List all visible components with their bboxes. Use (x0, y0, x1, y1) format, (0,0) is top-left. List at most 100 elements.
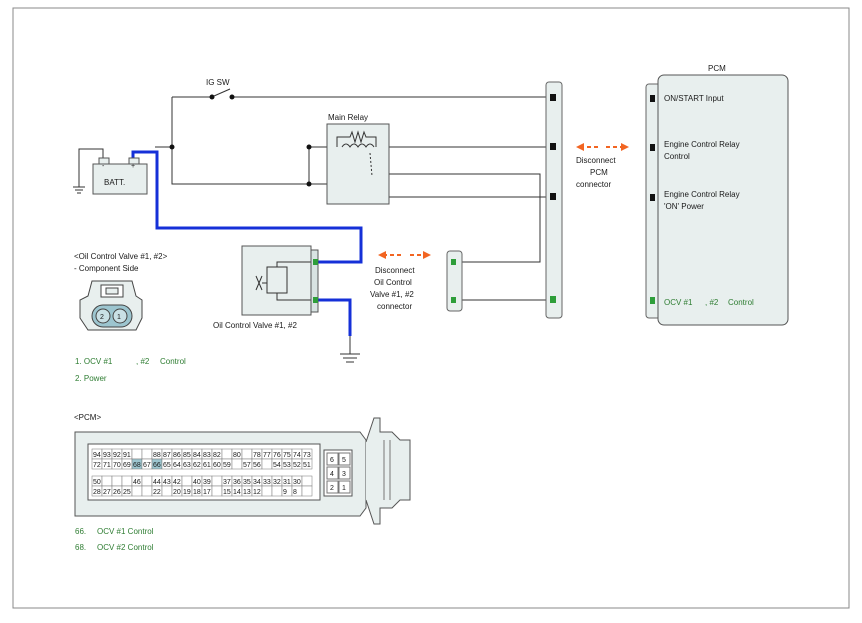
pcm-pin-label: 43 (163, 479, 171, 486)
pcm-pin-label: 64 (173, 462, 181, 469)
pcm-pin-label: 62 (193, 462, 201, 469)
relay-coil (341, 143, 375, 148)
pcm-pin-label: 88 (153, 452, 161, 459)
ocv-label: Oil Control Valve #1, #2 (213, 321, 297, 330)
pcm-legend-1-num: 66. (75, 527, 86, 536)
legend-1c: Control (160, 357, 186, 366)
pcm-pin-label: 52 (293, 462, 301, 469)
pcm-side-pin-label: 4 (330, 471, 334, 478)
component-title: <Oil Control Valve #1, #2> (74, 252, 168, 261)
battery-pos-post (128, 157, 140, 165)
pcm-pin-label: 57 (243, 462, 251, 469)
legend-1a: 1. OCV #1 (75, 357, 113, 366)
relay-resistor (336, 130, 377, 147)
disconnect-ocv-label-4: connector (377, 302, 412, 311)
pcm-module: PCM ON/START Input Engine Control Relay … (645, 64, 789, 326)
pcm-pin-cell (111, 475, 123, 487)
pcm-pin-label: 78 (253, 452, 261, 459)
pcm-pin-label: 59 (223, 462, 231, 469)
pcm-pin-label: 44 (153, 479, 161, 486)
pcm-side-pin-label: 3 (342, 471, 346, 478)
pcm-pin-label: 66 (153, 462, 161, 469)
pcm-pin-cell (141, 485, 153, 497)
pcm-pin-label: 68 (133, 462, 141, 469)
main-relay: Main Relay (326, 113, 390, 205)
pcm-pin-cell (231, 458, 243, 470)
pcm-pin-label: 25 (123, 489, 131, 496)
pcm-pin-ocv-a: OCV #1 (664, 298, 693, 307)
pcm-side-pin-cell (338, 452, 351, 466)
pcm-pin-label: 67 (143, 462, 151, 469)
pcm-pin-label: 60 (213, 462, 221, 469)
pcm-pin-label: 85 (183, 452, 191, 459)
ocv-term-2 (313, 297, 318, 303)
component-side-label: - Component Side (74, 264, 139, 273)
battery: - + BATT. (92, 157, 148, 195)
pcm-pin-label: 20 (173, 489, 181, 496)
pcm-pin-label: 30 (293, 479, 301, 486)
pcm-pin-label: 70 (113, 462, 121, 469)
pcm-pin-ocv-c: Control (728, 298, 754, 307)
pcm-side-pin-cell (326, 452, 339, 466)
pcm-pin-label: 12 (253, 489, 261, 496)
pcm-pin-label: 27 (103, 489, 111, 496)
pcm-pin-label: 50 (93, 479, 101, 486)
pcm-pin-cell (141, 475, 153, 487)
ocv-term-1 (313, 259, 318, 265)
pcm-pin-label: 54 (273, 462, 281, 469)
pcm-title: PCM (708, 64, 726, 73)
battery-neg-post (98, 157, 110, 165)
ocv-box (241, 245, 312, 316)
ocv-component-view: <Oil Control Valve #1, #2> - Component S… (74, 252, 168, 331)
pcm-pin-label: 17 (203, 489, 211, 496)
pcm-pin-cell (211, 485, 223, 497)
pcm-pin-label: 69 (123, 462, 131, 469)
pcm-pin-ecr-power-2: 'ON' Power (664, 202, 704, 211)
pcm-pin-label: 93 (103, 452, 111, 459)
disconnect-arrows (378, 143, 629, 259)
pcm-pin-cell (301, 475, 313, 487)
pcm-pin-cell (261, 485, 273, 497)
pcm-pin-label: 61 (203, 462, 211, 469)
batt-label: BATT. (104, 178, 125, 187)
main-relay-box (326, 123, 390, 205)
disconnect-ocv-label-1: Disconnect (375, 266, 415, 275)
pcm-pin-label: 40 (193, 479, 201, 486)
ig-sw-label: IG SW (206, 78, 230, 87)
pcm-pin-label: 76 (273, 452, 281, 459)
pcm-pin-label: 87 (163, 452, 171, 459)
ig-switch-blade (213, 88, 231, 97)
battery-box (92, 163, 148, 195)
pcm-pin-label: 13 (243, 489, 251, 496)
ocv-disconnect-connector (446, 250, 463, 312)
pcm-pin-label: 73 (303, 452, 311, 459)
batt-minus-label: - (102, 163, 105, 170)
pcm-pin-label: 94 (93, 452, 101, 459)
pcm-pin-label: 56 (253, 462, 261, 469)
batt-plus-label: + (131, 163, 135, 170)
pcm-disconnect-connector (545, 81, 563, 319)
pcm-pin-label: 65 (163, 462, 171, 469)
pcm-box (657, 74, 789, 326)
conn-pin-2 (95, 308, 111, 324)
legend-1b: , #2 (136, 357, 150, 366)
pcm-side-pin-cell (338, 480, 351, 494)
pcm-pin-label: 74 (293, 452, 301, 459)
pcm-side-pin-label: 6 (330, 457, 334, 464)
pcm-pin-label: 26 (113, 489, 121, 496)
pcm-pin-cell (211, 475, 223, 487)
svg-text:1: 1 (117, 314, 121, 321)
pcm-pin-label: 34 (253, 479, 261, 486)
disconnect-ocv-label-3: Valve #1, #2 (370, 290, 414, 299)
main-relay-label: Main Relay (328, 113, 368, 122)
svg-text:2: 2 (100, 314, 104, 321)
pcm-pin-label: 91 (123, 452, 131, 459)
pcm-pin-ecr-control-1: Engine Control Relay (664, 140, 740, 149)
pcm-pin-cell (241, 448, 253, 460)
pcm-pin-cell (261, 458, 273, 470)
pcm-legend-1-txt: OCV #1 Control (97, 527, 154, 536)
pcm-pin-label: 15 (223, 489, 231, 496)
pcm-pin-label: 36 (233, 479, 241, 486)
pcm-pin-label: 63 (183, 462, 191, 469)
